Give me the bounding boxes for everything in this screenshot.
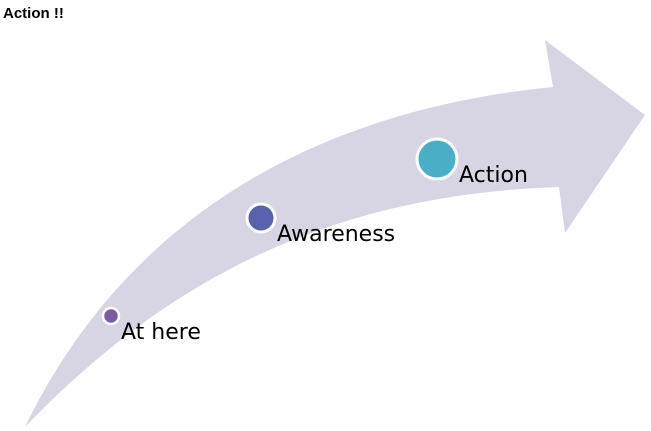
step-label-at-here: At here (121, 320, 201, 345)
step-marker-action (415, 137, 459, 181)
step-label-awareness: Awareness (277, 222, 395, 247)
page-title: Action !! (3, 5, 64, 22)
step-marker-awareness (245, 202, 277, 234)
curved-arrow (25, 40, 645, 427)
step-marker-at-here (101, 306, 121, 326)
step-label-action: Action (459, 163, 528, 188)
